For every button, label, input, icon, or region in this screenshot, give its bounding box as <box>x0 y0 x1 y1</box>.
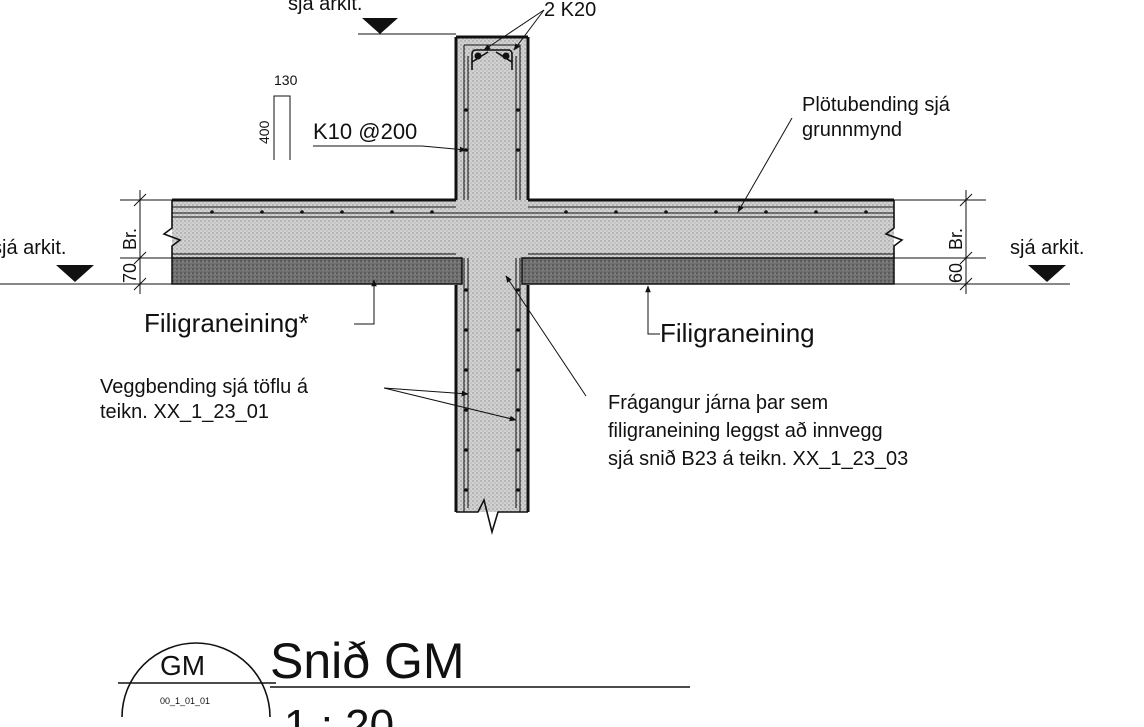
label-precast-right: Filigraneining <box>645 285 815 348</box>
level-label-right: sjá arkit. <box>1010 237 1084 259</box>
detail-note-line1: Frágangur járna þar sem <box>608 392 828 414</box>
label-slab-reinforcement: Plötubending sjá grunnmynd <box>737 94 951 213</box>
section-symbol-text: GM <box>160 650 205 681</box>
label-precast-left: Filigraneining* <box>144 279 377 338</box>
precast-right-text: Filigraneining <box>660 318 815 348</box>
precast-element-left <box>171 257 463 285</box>
level-marker-left: sjá arkit. <box>0 237 172 285</box>
slab-reinforcement-line2: grunnmynd <box>802 119 902 141</box>
slab-thickness-left: Br. <box>120 228 140 250</box>
level-marker-right: sjá arkit. <box>894 237 1084 285</box>
label-stirrups: K10 @200 <box>313 119 467 153</box>
wall-bars <box>464 56 520 508</box>
label-wall-reinforcement: Veggbending sjá töflu á teikn. XX_1_23_0… <box>100 376 517 423</box>
slab-thickness-left-value: 70 <box>120 263 140 283</box>
level-label-left: sjá arkit. <box>0 237 66 259</box>
stirrup-shape: 130 400 <box>256 72 298 160</box>
precast-element-right <box>521 257 895 285</box>
slab-thickness-right: Br. <box>946 228 966 250</box>
stirrup-spacing-text: K10 @200 <box>313 119 417 144</box>
precast-left-text: Filigraneining* <box>144 308 309 338</box>
section-scale: 1 : 20 <box>284 701 394 727</box>
wall-reinforcement-line2: teikn. XX_1_23_01 <box>100 401 269 423</box>
detail-note-line3: sjá snið B23 á teikn. XX_1_23_03 <box>608 448 908 470</box>
slab-section <box>162 198 904 258</box>
label-column-bars: 2 K20 <box>483 0 596 51</box>
stirrup-top <box>471 49 513 70</box>
stirrup-dim-height: 400 <box>256 120 272 144</box>
section-symbol: GM 00_1_01_01 <box>118 642 276 718</box>
level-label-top: sjá arkit. <box>288 0 362 15</box>
detail-note-line2: filigraneining leggst að innvegg <box>608 420 883 442</box>
wall-reinforcement-line1: Veggbending sjá töflu á <box>100 376 309 398</box>
stirrup-dim-width: 130 <box>274 72 298 88</box>
slab-reinforcement-line1: Plötubending sjá <box>802 94 951 116</box>
level-marker-top: sjá arkit. <box>288 0 456 35</box>
slab-dim-right: Br. 60 <box>894 190 986 294</box>
slab-dim-left: Br. 70 <box>120 190 172 294</box>
label-detail-note: Frágangur járna þar sem filigraneining l… <box>505 275 908 470</box>
section-title: Snið GM <box>270 633 465 689</box>
column-bars-text: 2 K20 <box>544 0 596 21</box>
slab-thickness-right-value: 60 <box>946 263 966 283</box>
sheet-reference: 00_1_01_01 <box>160 696 210 706</box>
